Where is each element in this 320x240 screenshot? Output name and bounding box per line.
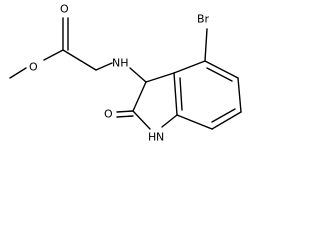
bond-c7-c7a — [176, 114, 213, 130]
bond-methyl-o — [9, 67, 27, 79]
atom-lactam-carbonyl-o: O — [104, 108, 113, 121]
bond-c4-c5-inner — [206, 67, 233, 82]
atom-lactam-h: H — [148, 131, 156, 144]
bond-c4-c5 — [204, 60, 239, 79]
atom-lactam-n: N — [156, 131, 164, 144]
bond-ch2-nh — [95, 62, 113, 71]
bond-nh-c3 — [129, 67, 147, 83]
bond-n1-c7a — [161, 114, 178, 128]
bond-c3a-c7a-inner — [179, 77, 183, 111]
bond-c2-o-double-1 — [116, 110, 134, 113]
bond-c3-c2 — [132, 81, 147, 112]
bond-c3a-c7a — [173, 72, 178, 116]
atom-ester-o: O — [29, 61, 38, 74]
bond-c3a-c4 — [173, 60, 206, 74]
atom-ester-carbonyl-o: O — [60, 3, 69, 16]
bond-c5-c6 — [237, 77, 242, 113]
atom-amine-nh: NH — [112, 57, 129, 70]
atom-br: Br — [197, 13, 210, 26]
bond-c6-c7-inner — [211, 108, 236, 123]
bond-o-carbonyl — [43, 49, 64, 61]
bond-c4-br — [204, 28, 208, 62]
bond-c2-o-double-2 — [116, 115, 134, 118]
bond-c2-n1 — [132, 110, 151, 130]
bond-carbonyl-ch2 — [62, 49, 97, 71]
bond-c6-c7 — [211, 111, 242, 130]
molecule-structure: Br O O NH O H N — [9, 3, 242, 144]
bond-c3-c3a — [145, 72, 175, 83]
